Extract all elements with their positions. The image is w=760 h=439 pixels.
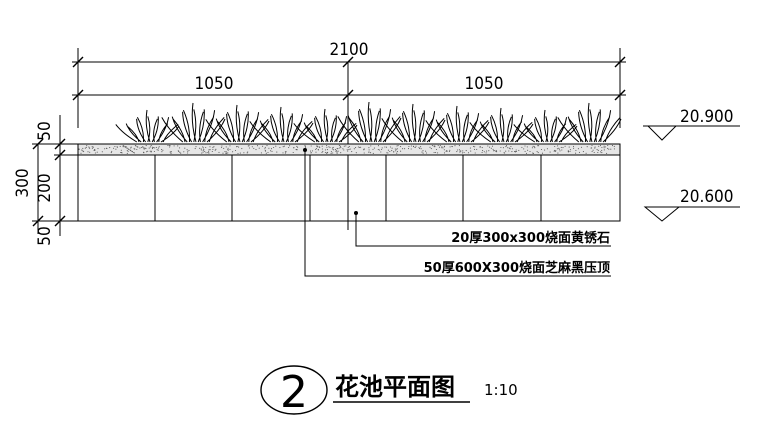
- dimension-middle-height: 200: [35, 173, 55, 202]
- elevation-bottom-label: 20.600: [680, 187, 734, 207]
- top-dimension-lines: [72, 48, 626, 230]
- title-name: 花池平面图: [335, 373, 455, 401]
- dimension-total: 2100: [330, 40, 369, 60]
- shrub-tuft: [161, 102, 226, 143]
- coping-band: [77, 143, 621, 156]
- title-number: 2: [280, 367, 308, 418]
- shrub-tuft: [249, 106, 314, 143]
- left-dimension-lines: [32, 115, 78, 236]
- shrub-tuft: [425, 105, 490, 143]
- shrub-tuft: [337, 101, 402, 143]
- dimension-left-half: 1050: [195, 74, 234, 94]
- shrub-tuft: [469, 107, 534, 143]
- title-block: [260, 365, 470, 415]
- leader-lines: [303, 148, 611, 277]
- shrub-tuft: [115, 109, 180, 143]
- shrub-tuft: [205, 104, 270, 143]
- dimension-top-band: 50: [35, 121, 55, 140]
- elevation-marker-top: [643, 125, 740, 141]
- note-coping: 50厚600X300烧面芝麻黑压顶: [424, 260, 610, 276]
- elevation-top-label: 20.900: [680, 107, 734, 127]
- note-paving: 20厚300x300烧面黄锈石: [451, 230, 610, 246]
- stone-wall-face: [77, 154, 621, 222]
- dimension-bottom-band: 50: [35, 226, 55, 245]
- dimension-right-half: 1050: [465, 74, 504, 94]
- shrub-tuft: [557, 102, 622, 143]
- elevation-marker-bottom: [643, 206, 740, 222]
- shrub-tuft: [381, 103, 446, 143]
- shrub-tuft: [513, 109, 578, 143]
- shrub-plantings: [115, 101, 622, 143]
- title-scale: 1:10: [484, 381, 518, 399]
- dimension-overall-height: 300: [13, 168, 33, 197]
